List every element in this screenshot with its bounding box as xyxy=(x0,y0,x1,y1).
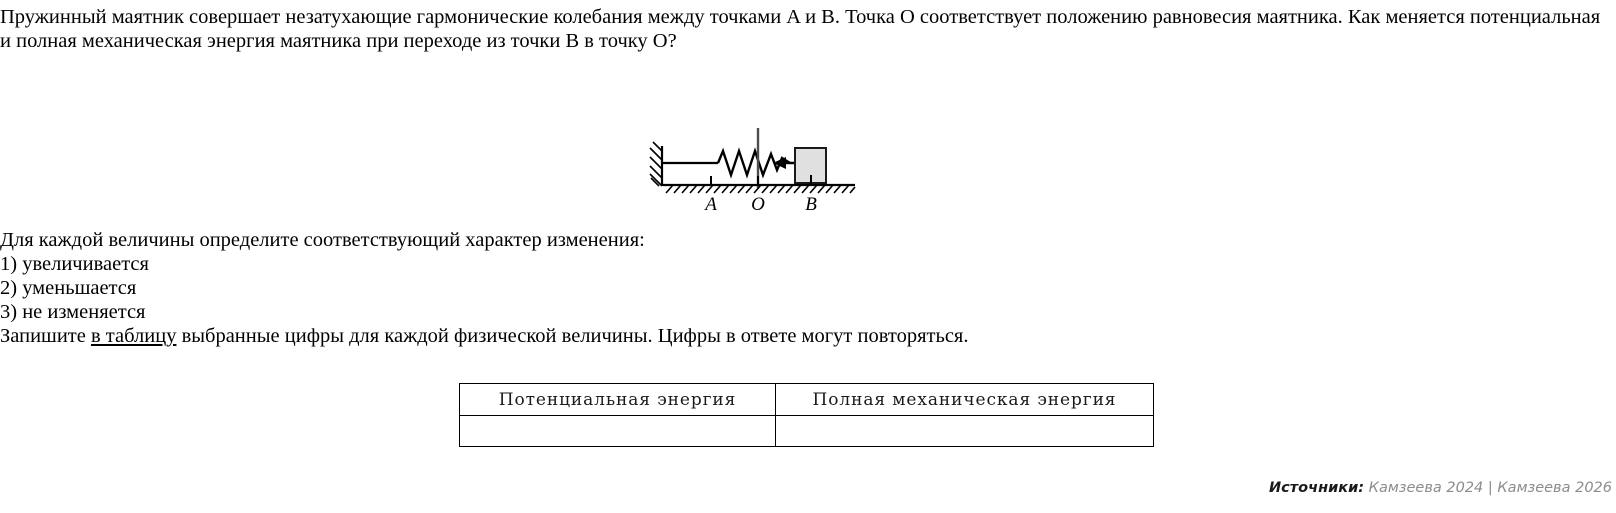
wall-icon xyxy=(649,141,664,187)
instruction-note: Запишите в таблицу выбранные цифры для к… xyxy=(0,324,1200,348)
sources-label: Источники: xyxy=(1269,480,1365,496)
option-unchanged: 3) не изменяется xyxy=(0,301,146,323)
option-increases: 1) увеличивается xyxy=(0,253,149,275)
answer-cell-potential-energy[interactable] xyxy=(459,415,776,447)
sources-value: Камзеева 2024 | Камзеева 2026 xyxy=(1368,480,1612,496)
option-decreases: 2) уменьшается xyxy=(0,277,137,299)
header-total-mechanical-energy: Полная механическая энергия xyxy=(775,383,1154,416)
instructions-block: Для каждой величины определите соответст… xyxy=(0,228,1200,348)
label-point-a: A xyxy=(703,194,717,215)
answer-cell-total-mechanical-energy[interactable] xyxy=(775,415,1154,447)
note-text-underlined: в таблицу xyxy=(90,325,177,347)
label-point-o: O xyxy=(751,194,765,215)
header-potential-energy: Потенциальная энергия xyxy=(459,383,776,416)
ground-hatching xyxy=(665,184,856,194)
table-row xyxy=(459,415,1154,447)
spring-icon xyxy=(716,147,791,179)
direction-arrow-icon xyxy=(773,157,795,169)
instruction-prompt: Для каждой величины определите соответст… xyxy=(0,229,645,251)
table-header-row: Потенциальная энергия Полная механическа… xyxy=(459,383,1154,416)
problem-statement: Пружинный маятник совершает незатухающие… xyxy=(0,6,1601,52)
sources-footer: Источники: Камзеева 2024 | Камзеева 2026 xyxy=(1269,480,1612,496)
answer-table: Потенциальная энергия Полная механическа… xyxy=(459,383,1154,447)
spring-pendulum-figure: A O B xyxy=(640,118,880,223)
note-text-after: выбранные цифры для каждой физической ве… xyxy=(176,325,969,347)
label-point-b: B xyxy=(805,194,817,215)
note-text-before: Запишите xyxy=(0,325,91,347)
